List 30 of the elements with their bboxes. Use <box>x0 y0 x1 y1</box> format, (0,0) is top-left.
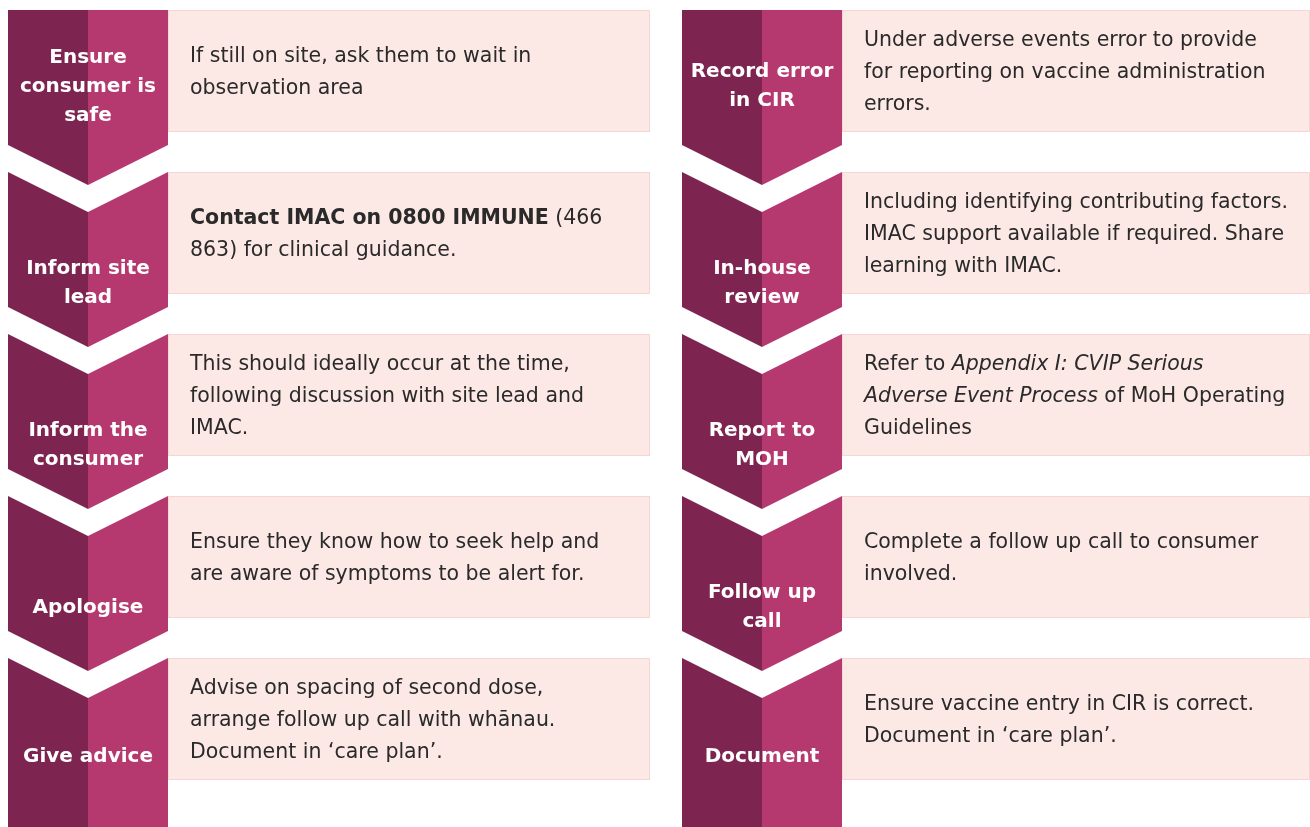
step-label: Document <box>703 741 821 769</box>
step-label: Give advice <box>22 741 154 769</box>
description-text: Under adverse events error to provide for reporting on vaccine administration errors. <box>864 26 1267 117</box>
description-text: Contact IMAC on 0800 IMMUNE (466 863) for clinical guidance. <box>190 204 604 263</box>
step-label: In-house review <box>712 254 812 310</box>
step-label: Inform the consumer <box>27 416 149 472</box>
description-text: If still on site, ask them to wait in observation area <box>190 42 533 101</box>
step-label: Report to MOH <box>707 416 817 472</box>
note-card <box>842 496 1310 618</box>
step-label: Record error in CIR <box>689 57 835 113</box>
note-card <box>168 496 650 618</box>
description-text: Including identifying contributing factors. IMAC support available if required. Share learning with IMAC. <box>864 188 1289 279</box>
note-card <box>842 658 1310 780</box>
note-card <box>168 334 650 456</box>
note-card <box>842 172 1310 294</box>
note-card <box>168 172 650 294</box>
step-label: Inform site lead <box>25 254 151 310</box>
description-text: Refer to Appendix I: CVIP Serious Adverse Event Process of MoH Operating Guidelines <box>864 350 1287 441</box>
step-label: Apologise <box>31 592 145 620</box>
description-text: This should ideally occur at the time, following discussion with site lead and IMAC. <box>190 350 585 441</box>
step-label: Ensure consumer is safe <box>19 42 157 128</box>
note-card <box>842 10 1310 132</box>
step-label: Follow up call <box>706 578 817 634</box>
description-text: Advise on spacing of second dose, arrange follow up call with whānau. Document in ‘care plan’. <box>190 674 557 765</box>
note-card <box>842 334 1310 456</box>
note-card <box>168 10 650 132</box>
description-text: Complete a follow up call to consumer involved. <box>864 528 1260 587</box>
description-text: Ensure vaccine entry in CIR is correct. Document in ‘care plan’. <box>864 690 1255 749</box>
note-card <box>168 658 650 780</box>
description-text: Ensure they know how to seek help and are aware of symptoms to be alert for. <box>190 528 601 587</box>
